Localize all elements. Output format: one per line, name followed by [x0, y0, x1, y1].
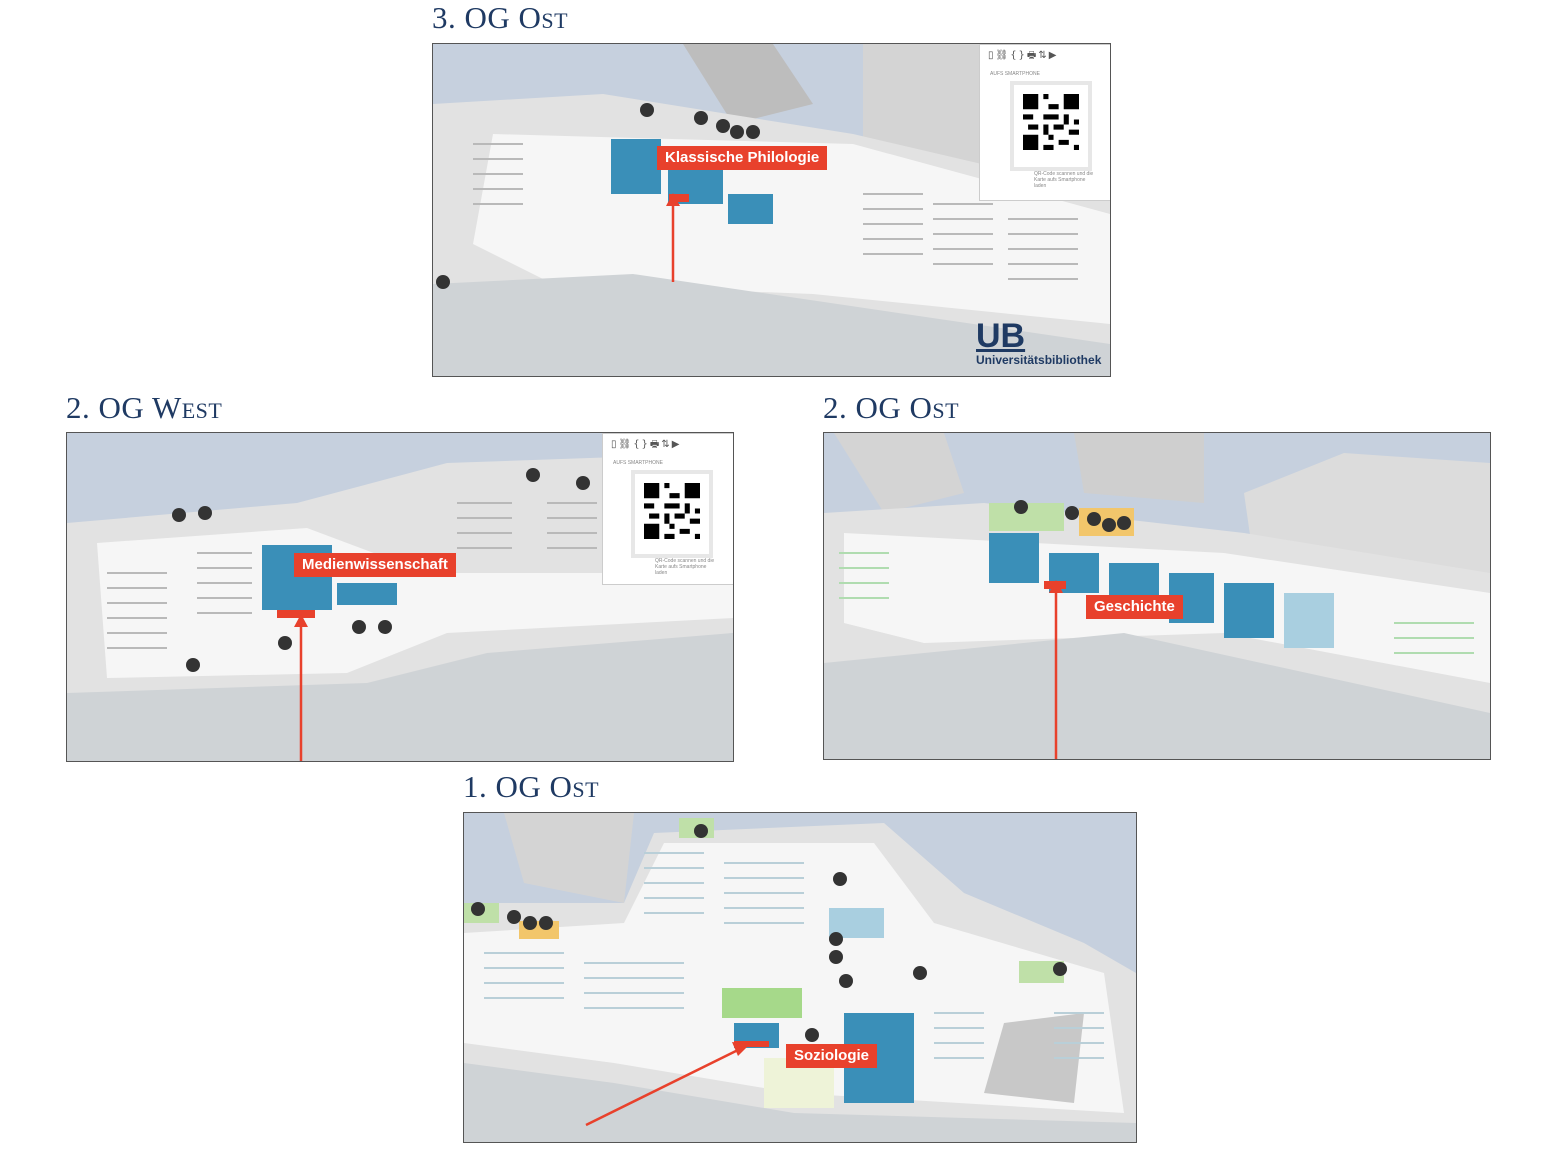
floor-title-3og-ost: 3. OG Ost: [432, 0, 569, 35]
ub-logo-subtitle: Universitätsbibliothek: [976, 353, 1102, 367]
floor-map-2og-west[interactable]: Medienwissenschaft ▯⛓{}🖶⇅▶ AUFS SMARTPHO…: [66, 432, 734, 762]
section-label-soziologie: Soziologie: [786, 1044, 877, 1068]
floor-title-2og-west: 2. OG West: [66, 390, 223, 425]
floor-map-1og-ost[interactable]: Soziologie: [463, 812, 1137, 1143]
qr-code-icon: [1023, 94, 1079, 150]
qr-toolbar[interactable]: ▯⛓{}🖶⇅▶: [988, 50, 1059, 61]
floor-title-2og-ost: 2. OG Ost: [823, 390, 960, 425]
floor-map-2og-ost[interactable]: Geschichte: [823, 432, 1491, 760]
qr-widget: ▯⛓{}🖶⇅▶ AUFS SMARTPHONE QR-Code scannen …: [602, 433, 733, 585]
floor-title-1og-ost: 1. OG Ost: [463, 769, 600, 804]
floorplan-graphic: [464, 813, 1136, 1142]
ub-logo-mark: UB: [976, 317, 1026, 355]
qr-hint: QR-Code scannen und die Karte aufs Smart…: [655, 558, 715, 576]
qr-caption: AUFS SMARTPHONE: [990, 71, 1040, 77]
section-label-medienwissenschaft: Medienwissenschaft: [294, 553, 456, 577]
qr-code: [631, 470, 713, 558]
qr-toolbar[interactable]: ▯⛓{}🖶⇅▶: [611, 439, 682, 450]
ub-logo: UB Universitätsbibliothek: [976, 319, 1101, 367]
location-arrow: [585, 1042, 750, 1127]
floorplan-graphic: [67, 433, 733, 761]
section-label-klassische-philologie: Klassische Philologie: [657, 146, 828, 170]
section-label-geschichte: Geschichte: [1086, 595, 1183, 619]
qr-code: [1010, 81, 1092, 171]
floor-map-3og-ost[interactable]: Klassische Philologie ▯⛓{}🖶⇅▶ AUFS SMART…: [432, 43, 1111, 377]
location-arrow: [1049, 580, 1063, 759]
qr-code-icon: [644, 483, 700, 539]
qr-caption: AUFS SMARTPHONE: [613, 460, 663, 466]
qr-hint: QR-Code scannen und die Karte aufs Smart…: [1034, 171, 1094, 189]
location-arrow: [294, 614, 308, 761]
location-arrow: [666, 193, 680, 282]
qr-widget: ▯⛓{}🖶⇅▶ AUFS SMARTPHONE QR-Code scannen …: [979, 44, 1110, 201]
